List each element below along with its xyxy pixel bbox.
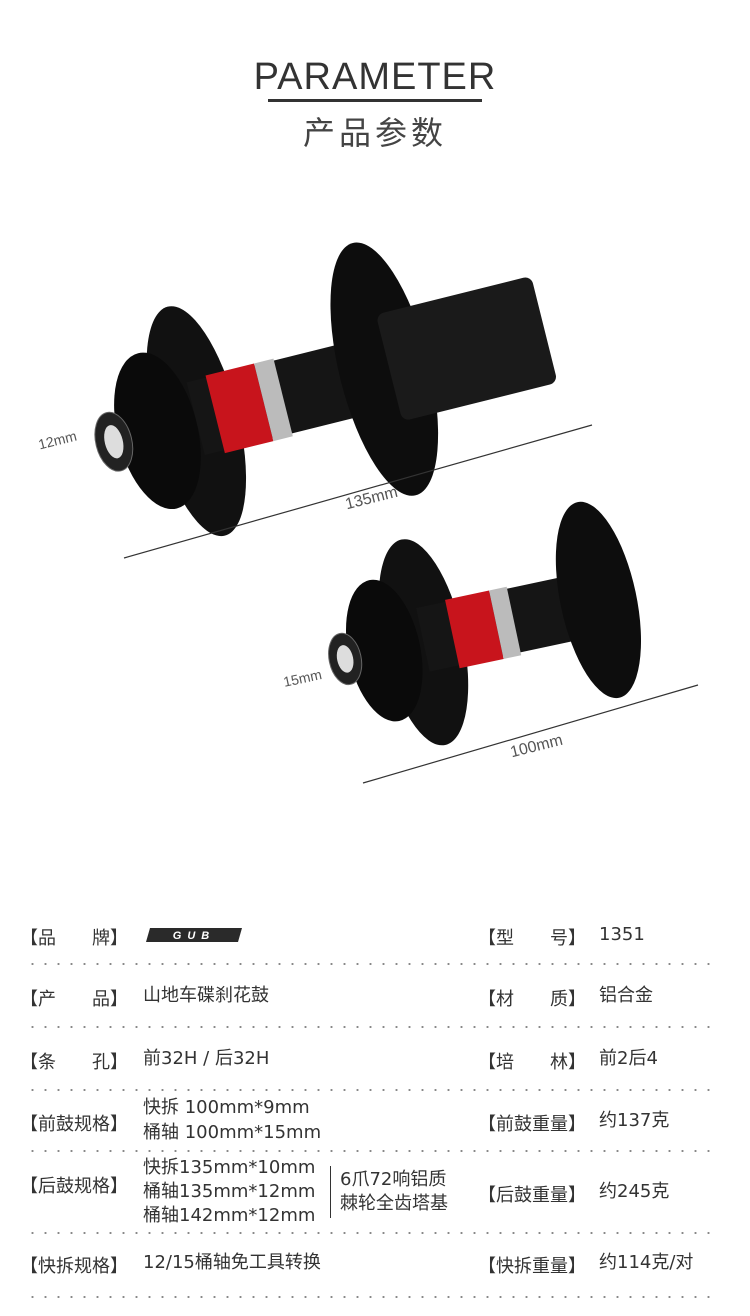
front-width-arrow — [362, 684, 699, 784]
rear-hub — [94, 242, 556, 537]
material-value: 铝合金 — [599, 985, 653, 1006]
svg-text:GUB: GUB — [173, 930, 215, 942]
qr-spec-value: 12/15桶轴免工具转换 — [143, 1252, 321, 1273]
qr-weight-label: 【快拆重量】 — [478, 1256, 586, 1277]
front-weight-label: 【前鼓重量】 — [478, 1114, 586, 1135]
front-weight-value: 约137克 — [599, 1110, 670, 1131]
rear-spec-line: 快拆135mm*10mm — [143, 1157, 316, 1178]
divider — [26, 1232, 716, 1234]
holes-value: 前32H / 后32H — [143, 1048, 270, 1069]
page-subtitle: 产品参数 — [302, 114, 447, 152]
front-spec-line: 快拆 100mm*9mm — [143, 1097, 310, 1118]
front-spec-line: 桶轴 100mm*15mm — [143, 1122, 322, 1143]
rear-weight-label: 【后鼓重量】 — [478, 1185, 586, 1206]
bearing-label: 【培 林】 — [478, 1052, 586, 1073]
gub-logo: GUB — [146, 928, 242, 942]
front-spec-label: 【前鼓规格】 — [20, 1114, 128, 1135]
product-label: 【产 品】 — [20, 989, 128, 1010]
holes-label: 【条 孔】 — [20, 1052, 128, 1073]
rear-spec-label: 【后鼓规格】 — [20, 1176, 128, 1197]
page-title: PARAMETER — [253, 56, 497, 98]
divider — [26, 1089, 716, 1091]
qr-weight-value: 约114克/对 — [599, 1252, 694, 1273]
rear-spec-line: 桶轴142mm*12mm — [143, 1205, 316, 1226]
bearing-value: 前2后4 — [599, 1048, 658, 1069]
product-value: 山地车碟刹花鼓 — [143, 985, 269, 1006]
divider — [26, 1296, 716, 1298]
brand-label: 【品 牌】 — [20, 928, 128, 949]
divider — [26, 963, 716, 965]
divider — [26, 1026, 716, 1028]
model-value: 1351 — [599, 924, 645, 945]
divider — [26, 1150, 716, 1152]
rear-width-arrow — [123, 424, 593, 559]
rear-spec-extra: 6爪72响铝质 — [340, 1169, 447, 1190]
rear-spec-line: 桶轴135mm*12mm — [143, 1181, 316, 1202]
rear-weight-value: 约245克 — [599, 1181, 670, 1202]
material-label: 【材 质】 — [478, 989, 586, 1010]
separator — [330, 1166, 331, 1218]
title-underline — [268, 99, 482, 102]
qr-spec-label: 【快拆规格】 — [20, 1256, 128, 1277]
front-hub — [328, 501, 642, 746]
model-label: 【型 号】 — [478, 928, 586, 949]
hub-product-image — [94, 242, 699, 784]
rear-spec-extra: 棘轮全齿塔基 — [340, 1193, 448, 1214]
